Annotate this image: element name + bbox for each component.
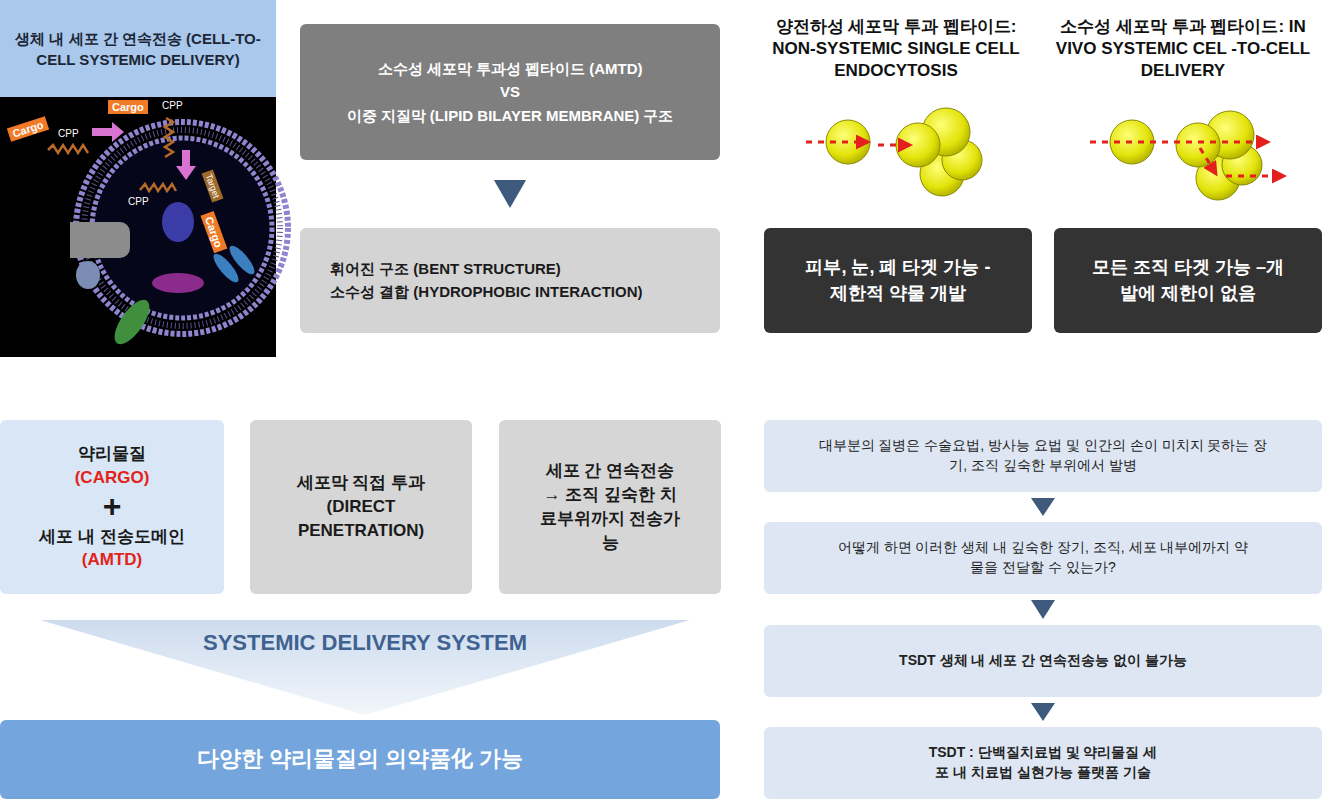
node-text: TSDT 생체 내 세포 간 연속전송능 없이 불가능 bbox=[899, 651, 1187, 671]
delivery-path bbox=[806, 141, 868, 144]
node-text: 휘어진 구조 (BENT STRUCTURE) bbox=[330, 258, 561, 281]
target-tag: Target bbox=[202, 169, 224, 202]
membrane-protein bbox=[76, 261, 100, 289]
delivery-path bbox=[1200, 148, 1216, 174]
node-text: 모든 조직 타겟 가능 –개발에 제한이 없음 bbox=[1088, 255, 1288, 305]
node-text: (CARGO) bbox=[75, 466, 150, 490]
cpp-label: CPP bbox=[58, 128, 79, 139]
node-text: TSDT : 단백질치료법 및 약리물질 세포 내 치료법 실현가능 플랫폼 기… bbox=[923, 743, 1163, 782]
outcome-box: 다양한 약리물질의 의약품化 가능 bbox=[0, 720, 720, 799]
funnel-banner: SYSTEMIC DELIVERY SYSTEM bbox=[40, 620, 690, 715]
flow-arrow bbox=[494, 180, 526, 208]
feature-box: 세포 간 연속전송 → 조직 깊숙한 치료부위까지 전송가능 bbox=[499, 420, 721, 594]
node-text: 이중 지질막 (LIPID BILAYER MEMBRANE) 구조 bbox=[347, 104, 674, 127]
uptake-arrow bbox=[176, 150, 196, 180]
feature-box: 세포막 직접 투과 (DIRECT PENETRATION) bbox=[250, 420, 472, 594]
cpp-helix bbox=[48, 145, 88, 153]
delivery-path bbox=[1090, 141, 1268, 144]
flow-step-box: 어떻게 하면 이러한 생체 내 깊숙한 장기, 조직, 세포 내부에까지 약물을… bbox=[764, 522, 1322, 594]
cpp-label: CPP bbox=[162, 100, 183, 111]
channel-shape bbox=[226, 242, 258, 277]
result-box: 모든 조직 타겟 가능 –개발에 제한이 없음 bbox=[1054, 228, 1322, 333]
cpp-helix bbox=[140, 184, 176, 191]
flow-arrow bbox=[1031, 600, 1055, 619]
header-box: 생체 내 세포 간 연속전송 (CELL-TO-CELL SYSTEMIC DE… bbox=[0, 0, 276, 97]
nucleus bbox=[162, 202, 194, 242]
node-text: 어떻게 하면 이러한 생체 내 깊숙한 장기, 조직, 세포 내부에까지 약물을… bbox=[833, 538, 1253, 577]
node-text: 소수성 세포막 투과성 펩타이드 (AMTD) bbox=[378, 57, 643, 80]
component-box: 약리물질(CARGO)+세포 내 전송도메인(AMTD) bbox=[0, 420, 224, 594]
node-text: 소수성 결합 (HYDROPHOBIC INTERACTION) bbox=[330, 281, 643, 304]
node-text: 피부, 눈, 폐 타겟 가능 -제한적 약물 개발 bbox=[798, 255, 998, 305]
membrane-protein bbox=[70, 222, 130, 258]
delivery-path bbox=[1226, 175, 1284, 178]
flow-step-box: 대부분의 질병은 수술요법, 방사능 요법 및 인간의 손이 미치지 못하는 장… bbox=[764, 420, 1322, 492]
funnel-shape bbox=[40, 620, 690, 715]
cell-circle bbox=[1176, 123, 1220, 167]
cpp-label: CPP bbox=[128, 196, 149, 207]
cargo-tag: Cargo bbox=[7, 116, 49, 142]
membrane-protein bbox=[152, 273, 204, 293]
node-text: 생체 내 세포 간 연속전송 (CELL-TO-CELL SYSTEMIC DE… bbox=[12, 28, 264, 70]
flow-arrow bbox=[1031, 498, 1055, 516]
node-text: + bbox=[103, 489, 122, 524]
receptor-shape bbox=[108, 294, 156, 349]
node-text: 세포막 직접 투과 (DIRECT PENETRATION) bbox=[286, 471, 436, 542]
node-text: VS bbox=[500, 80, 520, 103]
node-text: (AMTD) bbox=[82, 548, 142, 572]
flow-step-box: TSDT : 단백질치료법 및 약리물질 세포 내 치료법 실현가능 플랫폼 기… bbox=[764, 727, 1322, 799]
column-heading: 양전하성 세포막 투과 펩타이드: NON-SYSTEMIC SINGLE CE… bbox=[752, 16, 1040, 82]
node-text: 세포 내 전송도메인 bbox=[39, 525, 184, 549]
node-text: 세포 간 연속전송 → 조직 깊숙한 치료부위까지 전송가능 bbox=[535, 459, 685, 554]
flow-step-box: TSDT 생체 내 세포 간 연속전송능 없이 불가능 bbox=[764, 625, 1322, 697]
node-text: SYSTEMIC DELIVERY SYSTEM bbox=[203, 628, 527, 659]
uptake-arrow bbox=[92, 122, 124, 142]
structure-box: 휘어진 구조 (BENT STRUCTURE)소수성 결합 (HYDROPHOB… bbox=[300, 228, 720, 333]
result-box: 피부, 눈, 폐 타겟 가능 -제한적 약물 개발 bbox=[764, 228, 1032, 333]
cargo-tag: Cargo bbox=[108, 100, 148, 114]
cargo-tag: Cargo bbox=[201, 211, 228, 253]
concept-box: 소수성 세포막 투과성 펩타이드 (AMTD)VS이중 지질막 (LIPID B… bbox=[300, 24, 720, 160]
node-text: 약리물질 bbox=[78, 442, 146, 466]
node-text: 대부분의 질병은 수술요법, 방사능 요법 및 인간의 손이 미치지 못하는 장… bbox=[818, 436, 1268, 475]
flow-arrow bbox=[1031, 703, 1055, 721]
node-text: 다양한 약리물질의 의약품化 가능 bbox=[197, 744, 523, 775]
cpp-helix bbox=[165, 118, 173, 157]
delivery-path bbox=[878, 144, 910, 147]
column-heading: 소수성 세포막 투과 펩타이드: IN VIVO SYSTEMIC CEL -T… bbox=[1048, 16, 1318, 82]
